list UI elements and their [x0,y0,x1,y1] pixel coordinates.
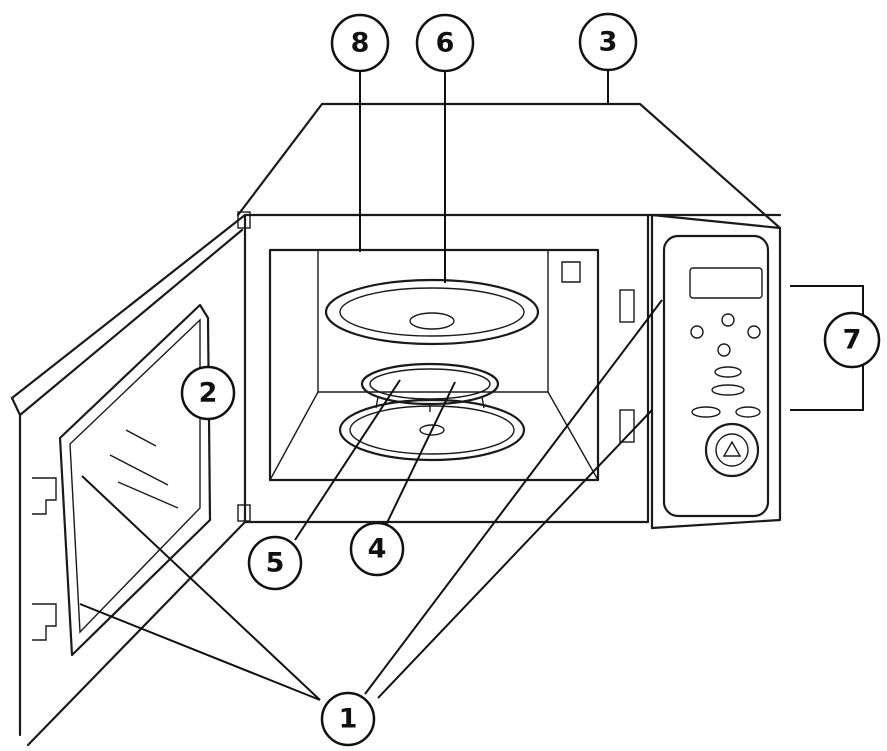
panel-button [722,314,734,326]
callout-5: 5 [249,537,301,589]
callout-3-label: 3 [599,27,618,58]
callout-6: 6 [417,15,473,71]
microwave-body [238,104,780,522]
display-window [690,268,762,298]
callout-7-label: 7 [843,325,862,356]
panel-button [692,407,720,417]
control-dial [706,424,758,476]
callout-2-label: 2 [199,378,218,409]
panel-button [718,344,730,356]
panel-button [736,407,760,417]
callout-2: 2 [182,367,234,419]
panel-button [715,367,741,377]
callout-1: 1 [322,693,374,745]
callout-8-label: 8 [351,28,370,59]
callout-8: 8 [332,15,388,71]
callout-4: 4 [351,523,403,575]
callout-5-label: 5 [266,548,285,579]
panel-button [748,326,760,338]
callout-4-label: 4 [368,534,387,565]
panel-button [691,326,703,338]
callout-1-label: 1 [339,704,358,735]
callout-6-label: 6 [436,28,455,59]
open-door [12,215,245,745]
panel-button [712,385,744,395]
control-panel [652,215,780,528]
latch-slot-upper [620,290,634,322]
grill-rack [326,280,538,344]
callout-3: 3 [580,14,636,70]
callout-7: 7 [825,313,879,367]
